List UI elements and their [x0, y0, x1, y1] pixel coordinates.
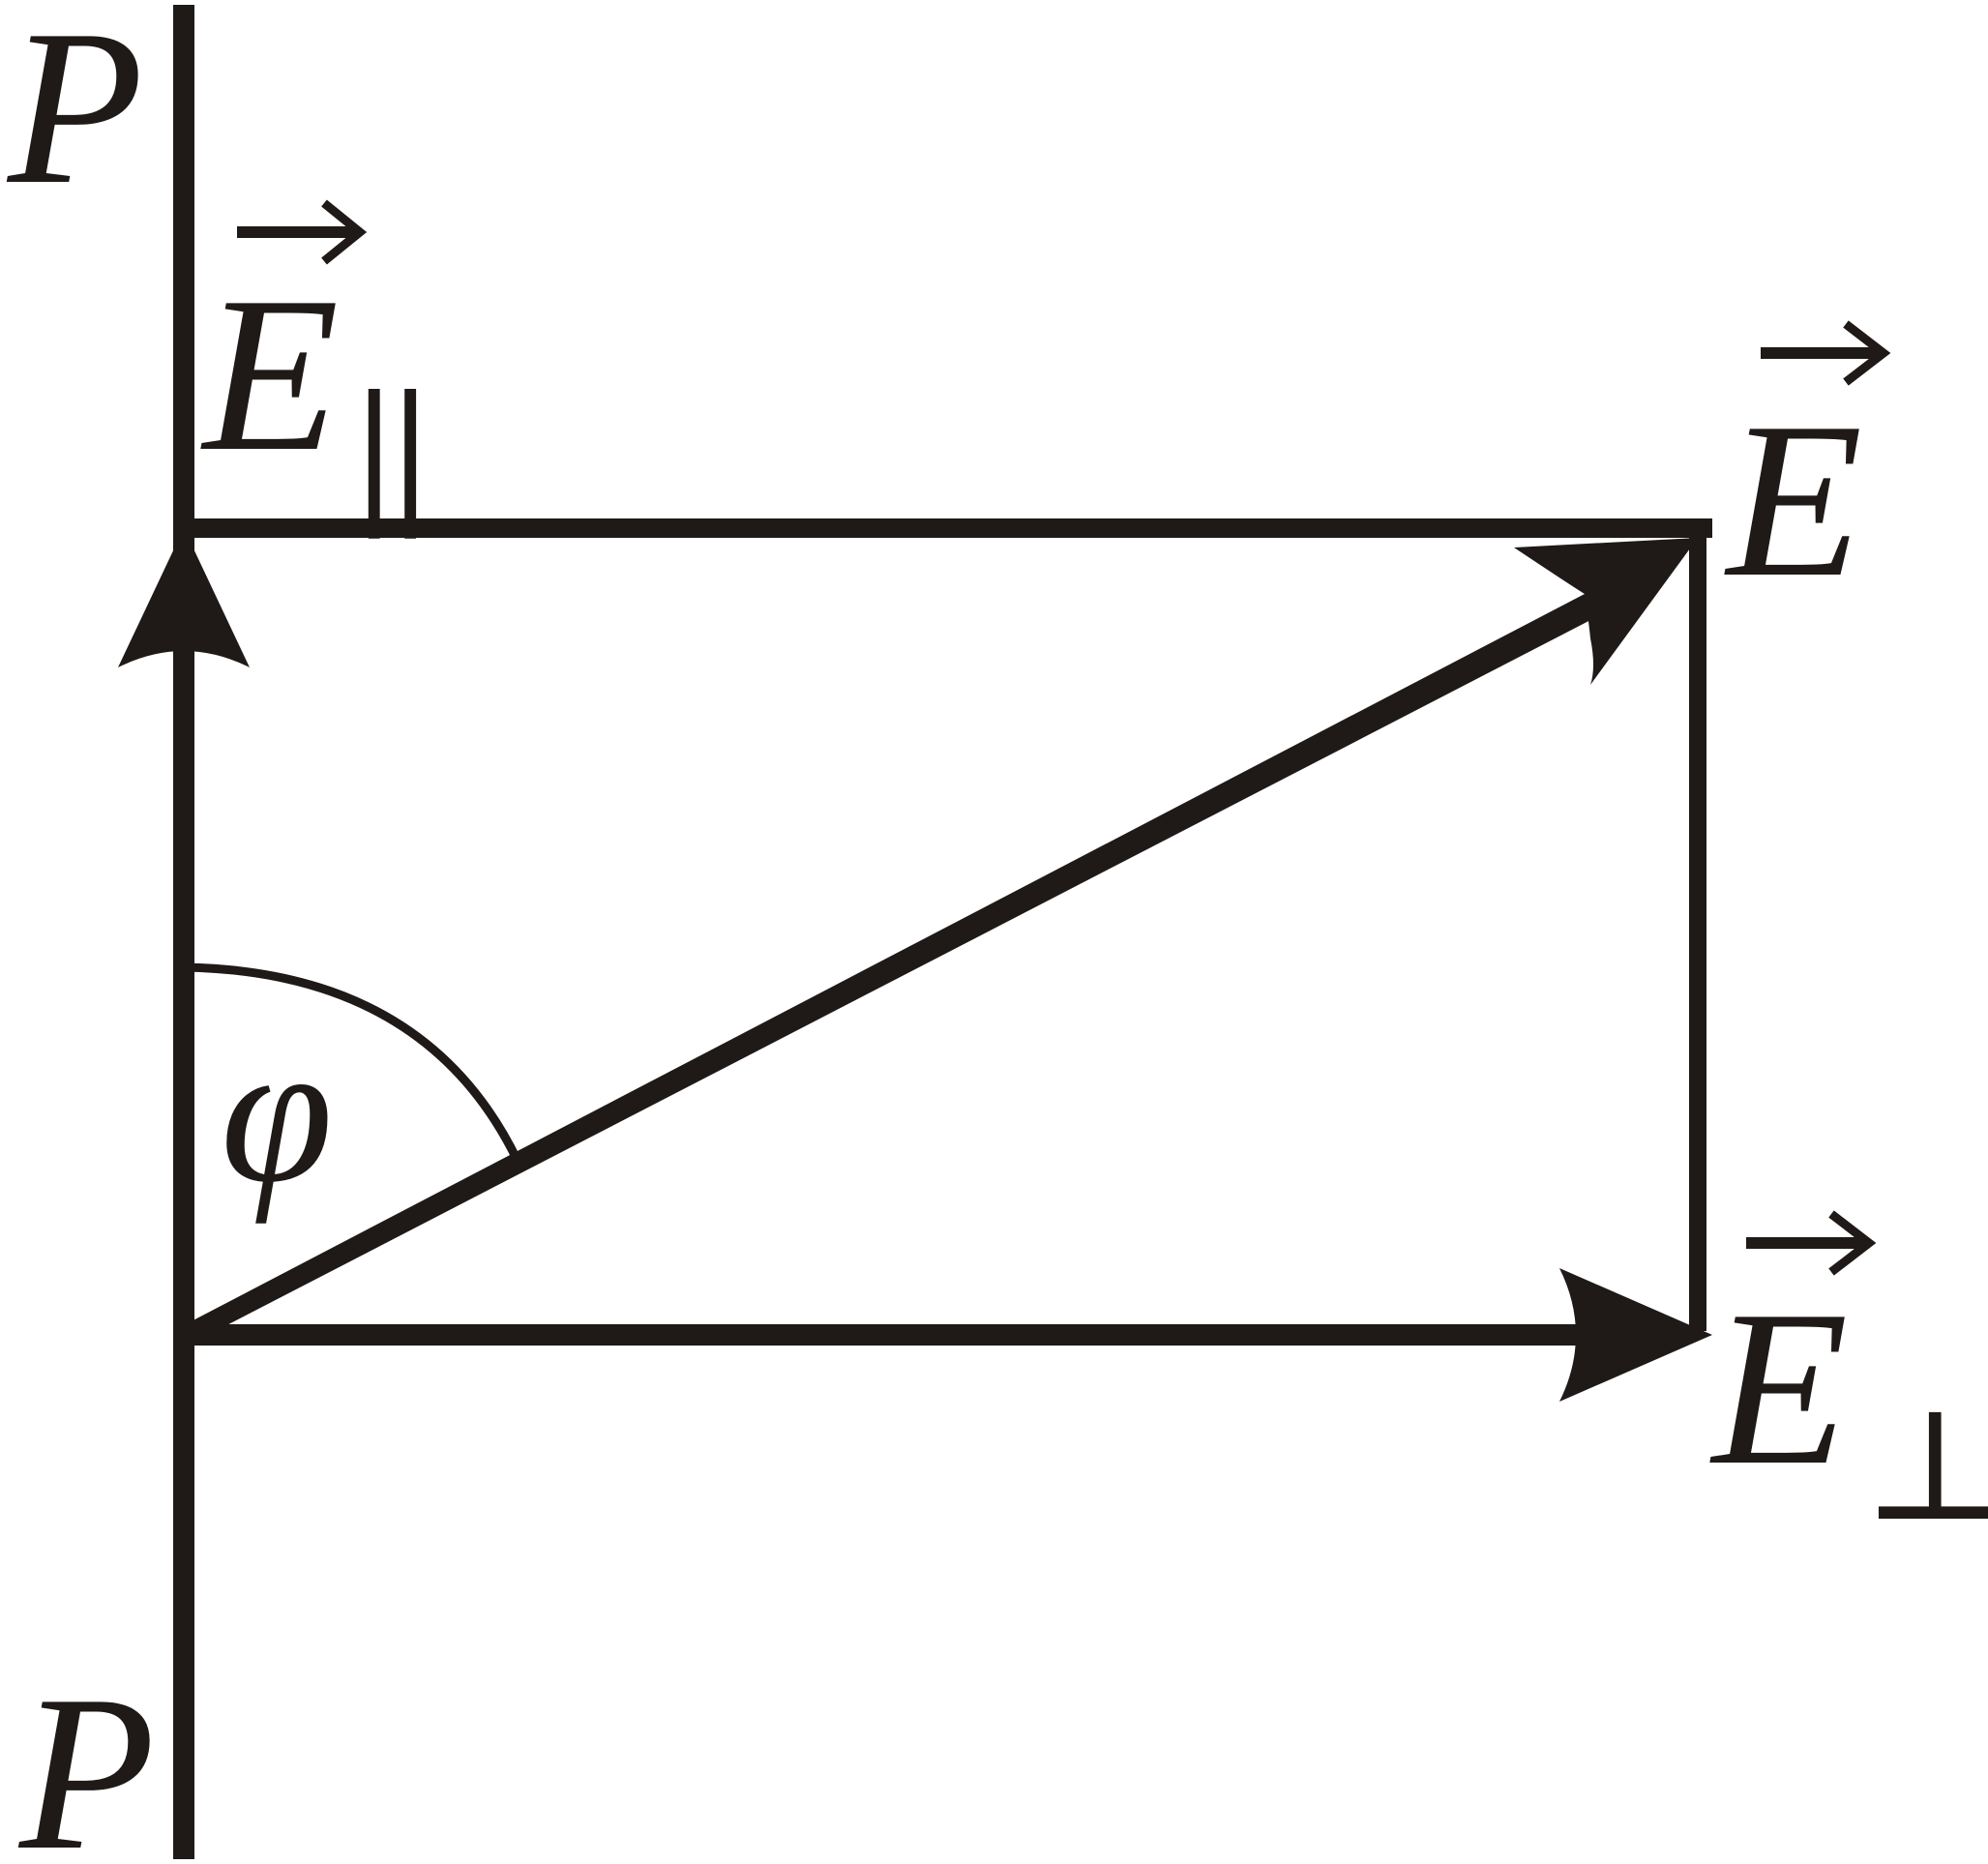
label-e-total-group: E — [1724, 320, 1891, 623]
e-parallel-arrowhead — [118, 528, 250, 667]
angle-phi-arc — [183, 962, 522, 1163]
e-total-vector-tip — [1843, 320, 1891, 386]
label-p-top: P — [6, 0, 144, 230]
label-e-perp-sub: ⊥ — [1862, 1380, 1988, 1553]
label-e-perp: E — [1709, 1264, 1849, 1511]
e-perp-arrowhead — [1559, 1268, 1712, 1402]
label-e-perp-group: E ⊥ — [1709, 1210, 1988, 1553]
e-total-arrowhead — [1514, 538, 1698, 685]
e-total-vector-shaft — [184, 594, 1596, 1347]
e-parallel-vector-tip — [321, 199, 368, 265]
label-e-parallel: E — [200, 251, 340, 497]
e-perp-vector-tip — [1828, 1210, 1877, 1276]
label-e-total: E — [1724, 376, 1863, 623]
label-e-parallel-sub: || — [356, 357, 429, 539]
label-e-parallel-group: E || — [200, 199, 429, 539]
label-angle-phi: φ — [221, 1000, 333, 1225]
label-p-bottom: P — [17, 1649, 156, 1864]
